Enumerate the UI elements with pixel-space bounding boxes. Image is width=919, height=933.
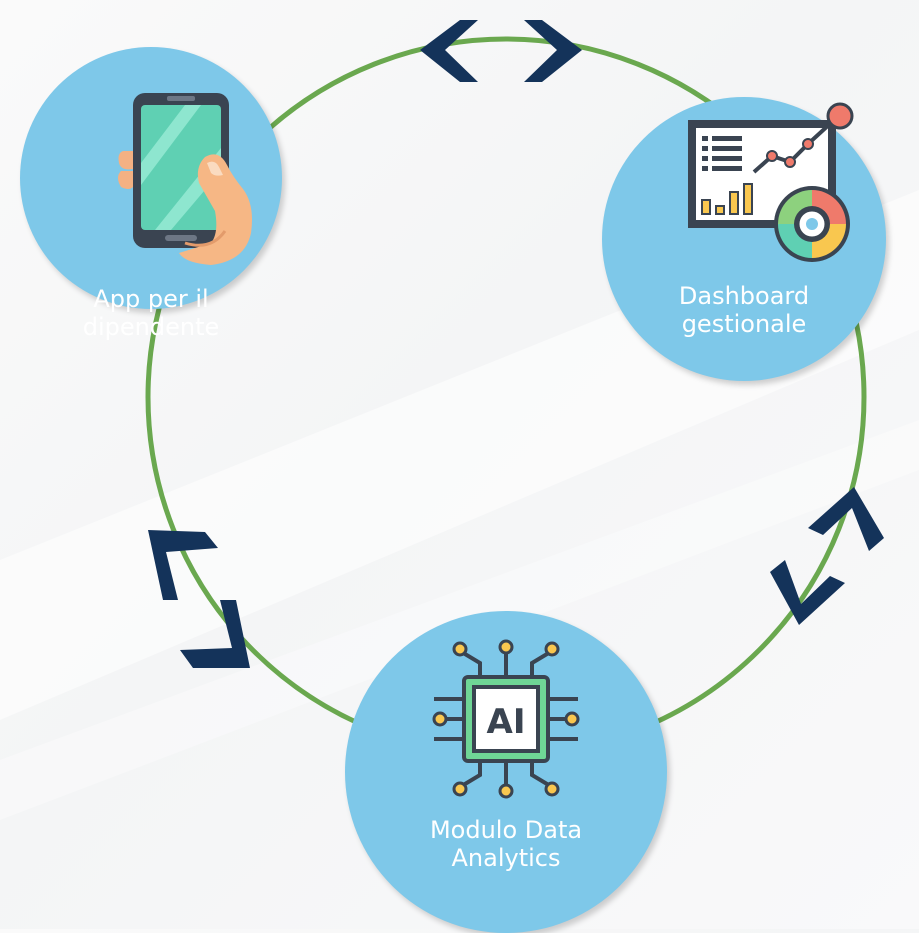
node-label: Dashboard gestionale: [678, 282, 810, 338]
chip-label: AI: [487, 702, 526, 742]
connector-app-dashboard: [420, 20, 582, 82]
node-label: Modulo Data Analytics: [429, 816, 583, 872]
chevron-left-icon: [420, 20, 478, 82]
node-modulo-data-analytics: AI Modulo Data Analytics: [345, 611, 667, 933]
connector-analytics-app: [148, 530, 250, 668]
node-label: App per il dipendente: [82, 285, 220, 341]
chevron-right-icon: [524, 20, 582, 82]
chevron-up-icon: [808, 487, 884, 551]
node-app-dipendente: App per il dipendente: [20, 47, 282, 341]
analytics-dashboard-icon: [688, 102, 854, 262]
chevron-down-icon: [180, 600, 250, 668]
chevron-up-icon: [148, 530, 218, 600]
smartphone-hand-icon: [118, 93, 252, 265]
node-dashboard-gestionale: Dashboard gestionale: [602, 97, 886, 381]
ai-chip-icon: AI: [432, 639, 580, 799]
connector-dashboard-analytics: [770, 487, 884, 625]
chevron-down-icon: [770, 560, 845, 625]
